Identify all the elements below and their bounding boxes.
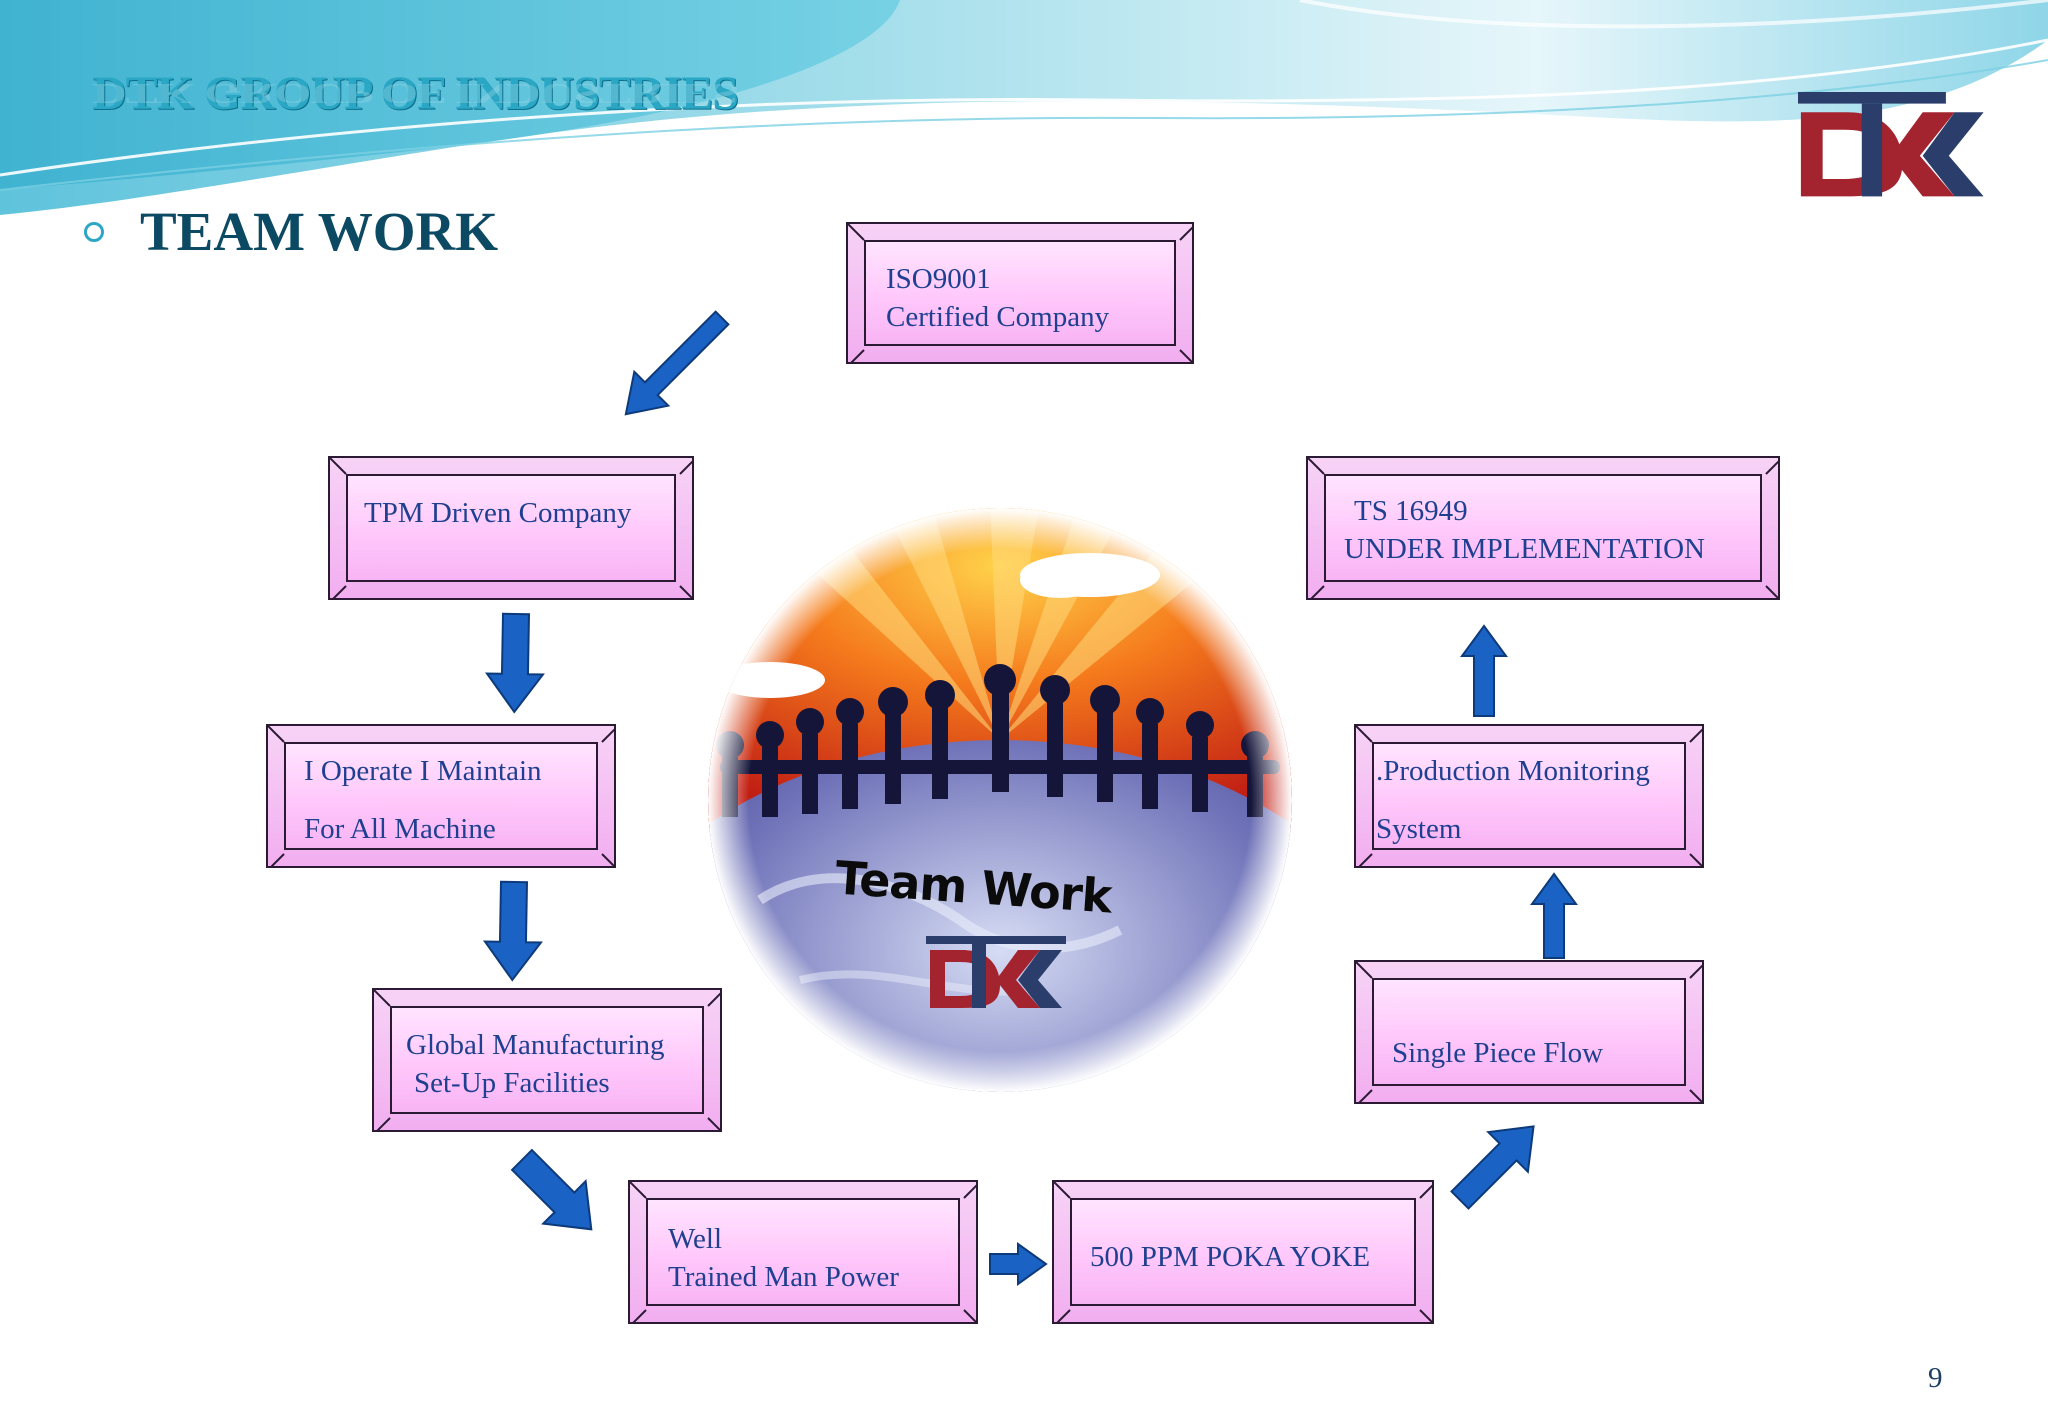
box-single-piece-flow: Single Piece Flow xyxy=(1354,960,1704,1104)
box-production-monitoring: .Production Monitoring System xyxy=(1354,724,1704,868)
box-tpm-line1: TPM Driven Company xyxy=(364,497,632,529)
box-poka-yoke: 500 PPM POKA YOKE xyxy=(1052,1180,1434,1324)
box-operate-line2: For All Machine xyxy=(304,813,496,845)
box-ts16949-line1: TS 16949 xyxy=(1354,495,1468,527)
box-global-line2: Set-Up Facilities xyxy=(414,1067,610,1099)
arrow-up-icon xyxy=(1460,624,1508,717)
bullet-circle-icon xyxy=(84,222,104,242)
box-trained-manpower: Well Trained Man Power xyxy=(628,1180,978,1324)
box-global-manufacturing: Global Manufacturing Set-Up Facilities xyxy=(372,988,722,1132)
box-ts16949: TS 16949 UNDER IMPLEMENTATION xyxy=(1306,456,1780,600)
box-production-line1: .Production Monitoring xyxy=(1376,755,1650,787)
page-number: 9 xyxy=(1928,1362,1943,1394)
box-global-line1: Global Manufacturing xyxy=(406,1029,665,1061)
box-manpower-line1: Well xyxy=(668,1223,723,1255)
arrow-down-icon xyxy=(484,612,545,714)
box-operate-maintain: I Operate I Maintain For All Machine xyxy=(266,724,616,868)
arrow-down-right-icon xyxy=(510,1148,593,1231)
arrow-right-icon xyxy=(989,1242,1048,1286)
box-tpm: TPM Driven Company xyxy=(328,456,694,600)
arrow-up-right-icon xyxy=(1450,1125,1535,1210)
box-iso9001-line1: ISO9001 xyxy=(886,263,991,295)
box-ts16949-line2: UNDER IMPLEMENTATION xyxy=(1344,533,1705,565)
arrow-down-left-icon xyxy=(624,310,730,416)
box-single-line1: Single Piece Flow xyxy=(1392,1037,1604,1069)
section-heading: TEAM WORK xyxy=(140,201,499,262)
box-poka-line1: 500 PPM POKA YOKE xyxy=(1090,1241,1371,1273)
slide-title: DTK GROUP OF INDUSTRIES xyxy=(92,67,739,120)
box-manpower-line2: Trained Man Power xyxy=(668,1261,899,1293)
box-production-line2: System xyxy=(1376,813,1462,845)
center-dtk-logo xyxy=(926,936,1066,1008)
arrow-up-icon xyxy=(1530,872,1578,959)
box-operate-line1: I Operate I Maintain xyxy=(304,755,542,787)
box-iso9001: ISO9001 Certified Company xyxy=(846,222,1194,364)
arrow-down-icon xyxy=(482,880,543,982)
dtk-logo xyxy=(1798,92,1984,197)
box-iso9001-line2: Certified Company xyxy=(886,301,1110,333)
